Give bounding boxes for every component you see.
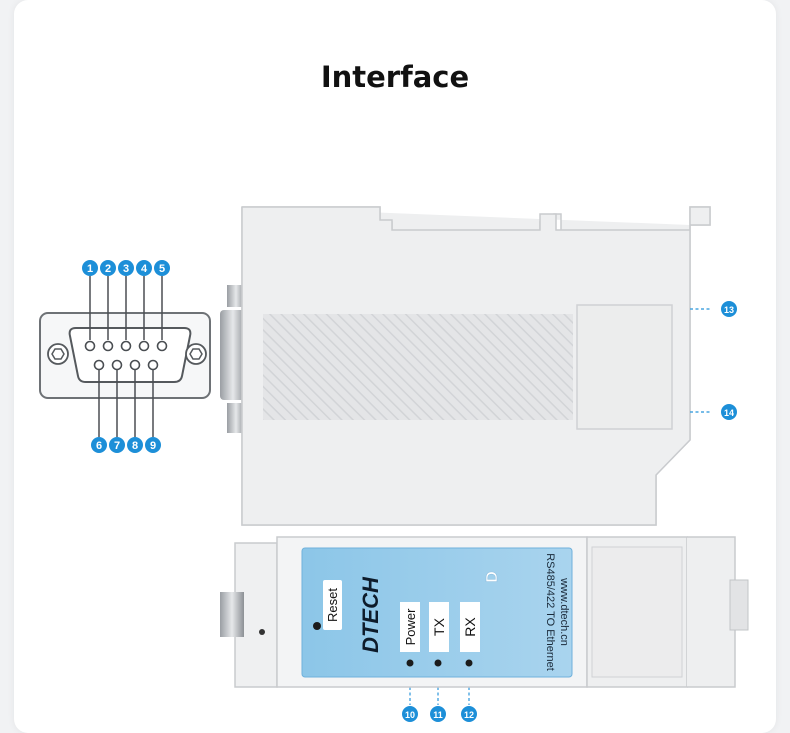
pin-3 [120,340,132,352]
side-label-area [576,304,673,430]
product-name: RS485/422 TO Ethernet [544,553,556,671]
vent-grille [263,314,573,420]
callout-badge-12: 12 [461,706,477,722]
pin-2 [102,340,114,352]
tx-label: TX [431,617,447,636]
screw-hole-left [47,343,69,365]
connector-screw-bottom [227,403,245,433]
website-text: www.dtech.cn [558,577,570,646]
reset-label: Reset [325,588,340,622]
connector-screw-top [227,285,245,307]
power-label: Power [403,608,418,646]
front-connector [220,592,244,637]
power-led [406,659,414,667]
svg-text:3: 3 [123,263,129,275]
svg-text:7: 7 [114,440,120,452]
reset-button[interactable] [313,622,321,630]
svg-text:1: 1 [87,263,93,275]
callout-badge-3: 3 [118,260,134,276]
svg-text:9: 9 [150,440,156,452]
svg-text:12: 12 [464,710,474,720]
pin-7 [111,359,123,371]
callout-badge-1: 1 [82,260,98,276]
pin-4 [138,340,150,352]
svg-text:6: 6 [96,440,102,452]
callout-badge-10: 10 [402,706,418,722]
svg-text:8: 8 [132,440,138,452]
pin-9 [147,359,159,371]
rx-label: RX [462,617,478,637]
callout-badge-6: 6 [91,437,107,453]
pin-5 [156,340,168,352]
svg-text:14: 14 [724,408,734,418]
callout-badge-9: 9 [145,437,161,453]
svg-text:10: 10 [405,710,415,720]
pin-1 [84,340,96,352]
callout-badge-7: 7 [109,437,125,453]
svg-text:4: 4 [141,263,148,275]
db9-shell [220,310,246,400]
callout-badge-2: 2 [100,260,116,276]
callout-badge-4: 4 [136,260,152,276]
svg-text:11: 11 [433,710,443,720]
callout-badge-11: 11 [430,706,446,722]
device-side-view [220,206,711,526]
svg-text:2: 2 [105,263,111,275]
pin-6 [93,359,105,371]
brand-logo: DTECH [358,576,383,653]
screw-hole-right [185,343,207,365]
page-title: Interface [320,60,470,94]
svg-text:5: 5 [159,263,165,275]
reset-hole-side [259,629,265,635]
db9-diagram [39,276,211,437]
svg-text:13: 13 [724,305,734,315]
rx-led [465,659,473,667]
callout-badge-8: 8 [127,437,143,453]
device-front-view: Reset DTECH D Power TX RX RS485/422 TO E… [220,536,749,688]
d-logo-mark: D [484,571,501,583]
pin-8 [129,359,141,371]
callout-badge-13: 13 [721,301,737,317]
callout-badge-14: 14 [721,404,737,420]
tx-led [434,659,442,667]
callout-badge-5: 5 [154,260,170,276]
